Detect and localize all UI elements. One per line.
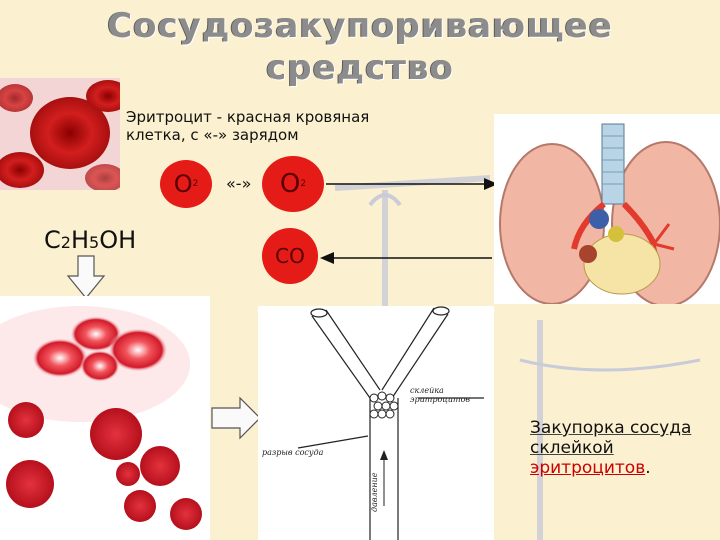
- charge-label: «-»: [226, 174, 252, 193]
- ethanol-oh: OH: [99, 226, 137, 254]
- right-arrow: [211, 396, 261, 440]
- page-title: Сосудозакупоривающее: [107, 6, 613, 46]
- co-circle: CO: [262, 228, 318, 284]
- caption-accent-word: эритроцитов: [530, 458, 646, 478]
- o2-right-subscript: 2: [300, 179, 307, 189]
- pressure-label: давление: [370, 472, 379, 512]
- vessel-rupture-label: разрыв сосуда: [262, 448, 324, 457]
- ethanol-h: H: [70, 226, 89, 254]
- description-line1: Эритроцит - красная кровяная: [126, 108, 370, 126]
- arrow-to-lungs: [326, 178, 498, 190]
- o2-right-label: O: [279, 169, 301, 199]
- clumped-erythrocytes-image: [0, 296, 210, 540]
- caption-line2: склейкой: [530, 438, 614, 458]
- caption-period: .: [645, 458, 651, 478]
- ethanol-n2: 5: [89, 233, 100, 252]
- ethanol-c: C: [44, 226, 61, 254]
- o2-left-label: O: [173, 170, 193, 198]
- page-title-line2: средство: [266, 48, 454, 88]
- arrow-to-co: [320, 252, 492, 264]
- description-line2: клетка, с «-» зарядом: [126, 126, 299, 144]
- co-label: CO: [275, 244, 305, 268]
- lungs-illustration: [494, 114, 720, 307]
- erythrocytes-photo: [0, 78, 120, 190]
- ethanol-formula: C2H5OH: [44, 226, 136, 254]
- vessel-diagram: склейка эритроцитов разрыв сосуда давлен…: [258, 306, 494, 540]
- ethanol-n1: 2: [60, 233, 71, 252]
- down-arrow: [66, 255, 106, 299]
- caption-line1: Закупорка сосуда: [530, 418, 692, 438]
- glue-label: склейка эритроцитов: [410, 386, 471, 404]
- o2-left-subscript: 2: [192, 179, 199, 189]
